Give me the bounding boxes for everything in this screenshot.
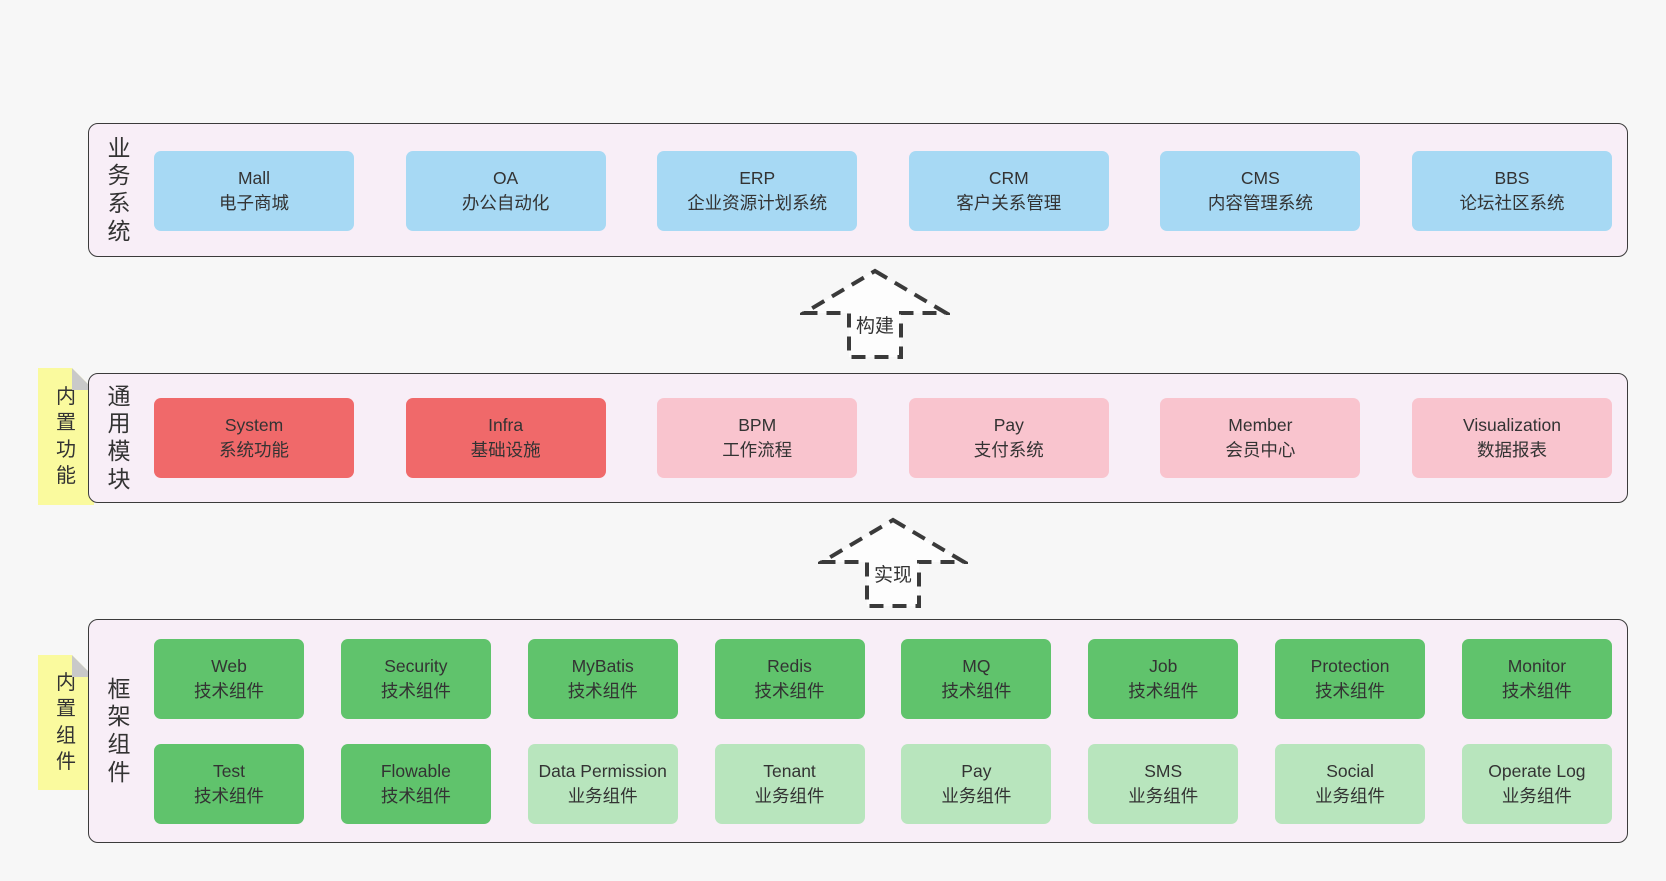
sticky-note-builtin-components: 内置组件	[38, 655, 94, 790]
sticky-note-label: 内置组件	[56, 671, 76, 773]
panel-title-business: 业务系统	[107, 134, 131, 244]
dashed-up-arrow-build-icon: 构建	[800, 268, 950, 360]
sticky-note-builtin-features: 内置功能	[38, 368, 94, 505]
dashed-up-arrow-implement-icon: 实现	[818, 517, 968, 609]
panel-title-modules: 通用模块	[107, 382, 131, 492]
arrow-label-implement: 实现	[870, 564, 916, 588]
arrow-label-build: 构建	[852, 315, 898, 339]
panel-title-components: 框架组件	[107, 675, 131, 785]
sticky-note-label: 内置功能	[56, 385, 76, 487]
